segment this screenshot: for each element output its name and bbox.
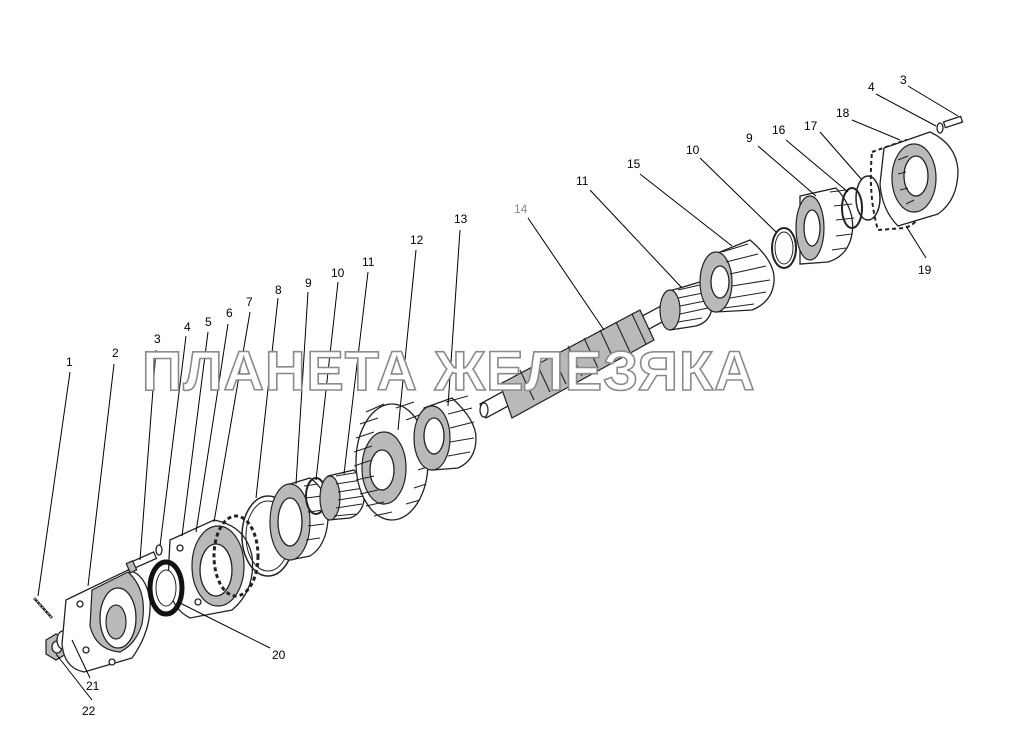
callout-labels: 1 2 3 4 5 6 7 8 9 10 11 12 13 14 11 15 1… bbox=[66, 73, 932, 718]
part-15-gear-right bbox=[699, 239, 775, 313]
callout-9-left: 9 bbox=[305, 276, 312, 290]
callout-8: 8 bbox=[275, 283, 282, 297]
part-13-synchronizer bbox=[413, 395, 477, 471]
callout-10-right: 10 bbox=[686, 143, 700, 157]
callout-15: 15 bbox=[627, 157, 641, 171]
callout-11-right: 11 bbox=[576, 174, 589, 188]
callout-7: 7 bbox=[246, 295, 253, 309]
callout-10-left: 10 bbox=[331, 266, 345, 280]
part-7-gasket bbox=[212, 514, 260, 598]
callout-16: 16 bbox=[772, 123, 786, 137]
callout-14: 14 bbox=[514, 202, 528, 216]
part-18-rear-cover bbox=[879, 131, 959, 227]
leader-lines bbox=[37, 85, 959, 701]
callout-1: 1 bbox=[66, 355, 73, 369]
callout-11-left: 11 bbox=[362, 255, 375, 269]
callout-3-right: 3 bbox=[900, 73, 907, 87]
callout-2: 2 bbox=[112, 346, 119, 360]
callout-19: 19 bbox=[918, 263, 932, 277]
part-11-needle-bearing-left bbox=[319, 469, 365, 521]
part-2-flange bbox=[61, 569, 151, 673]
callout-4-right: 4 bbox=[868, 80, 875, 94]
watermark-text: ПЛАНЕТА ЖЕЛЕЗЯКА bbox=[142, 339, 756, 402]
part-17-ring bbox=[855, 175, 881, 221]
part-3-bolt-left bbox=[125, 551, 158, 574]
part-3-bolt-right bbox=[942, 115, 964, 129]
callout-5: 5 bbox=[205, 315, 212, 329]
callout-17: 17 bbox=[804, 119, 818, 133]
callout-12: 12 bbox=[410, 233, 424, 247]
part-4-washer-right bbox=[936, 122, 944, 134]
callout-20: 20 bbox=[272, 648, 286, 662]
part-16-ring bbox=[841, 187, 863, 229]
callout-21: 21 bbox=[86, 679, 100, 693]
part-20-seal bbox=[147, 559, 185, 617]
part-9-bearing-left bbox=[269, 477, 329, 561]
callout-4-left: 4 bbox=[184, 320, 191, 334]
part-5-housing-cover bbox=[167, 519, 254, 619]
callout-3-left: 3 bbox=[154, 332, 161, 346]
callout-22: 22 bbox=[82, 704, 96, 718]
callout-13: 13 bbox=[454, 212, 468, 226]
part-9-bearing-right bbox=[795, 187, 855, 265]
part-1-pin bbox=[33, 597, 53, 619]
callout-6: 6 bbox=[226, 306, 233, 320]
callout-18: 18 bbox=[836, 106, 850, 120]
part-12-helical-gear bbox=[353, 401, 431, 521]
part-10-ring-right bbox=[771, 227, 797, 269]
callout-9-right: 9 bbox=[746, 131, 753, 145]
part-4-washer-left bbox=[155, 544, 163, 556]
